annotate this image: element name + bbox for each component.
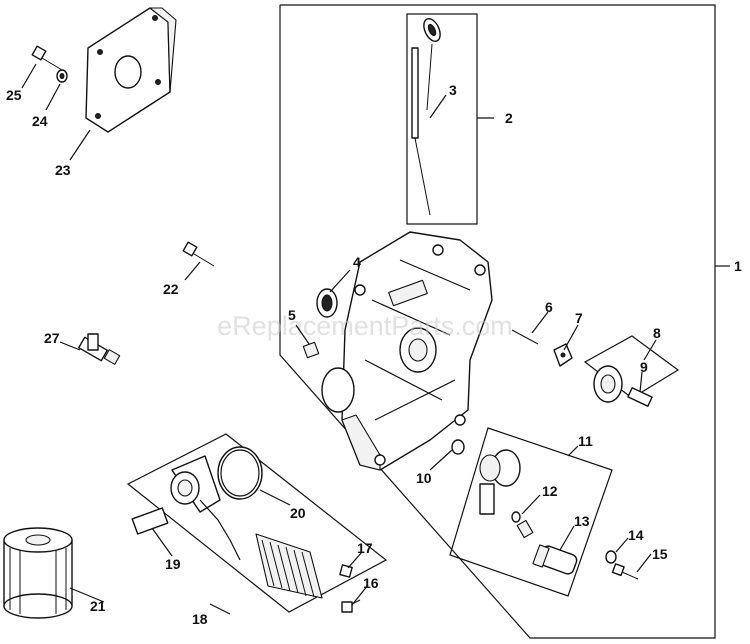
callout-5: 5 [288, 307, 296, 323]
elbow-fitting-27 [78, 333, 121, 365]
callout-10: 10 [416, 470, 432, 486]
callout-22: 22 [163, 281, 179, 297]
callout-17: 17 [357, 540, 373, 556]
nipple-19 [131, 507, 169, 535]
callout-18: 18 [192, 611, 208, 627]
callout-13: 13 [574, 513, 590, 529]
callout-21: 21 [90, 598, 106, 614]
callout-23: 23 [55, 162, 71, 178]
callout-1: 1 [734, 258, 742, 274]
shaft-9 [627, 387, 653, 407]
callout-12: 12 [542, 483, 558, 499]
oil-pickup-13 [532, 544, 578, 575]
washer-14 [605, 550, 617, 564]
pin-6 [511, 329, 539, 345]
callout-7: 7 [575, 310, 583, 326]
o-ring-10 [451, 439, 465, 455]
oil-pump-group-outline [449, 427, 613, 597]
bolt-15 [611, 563, 639, 580]
callout-labels: 1 2 3 4 5 6 7 8 9 10 11 12 13 14 15 16 1… [6, 82, 742, 627]
relief-valve-12 [511, 511, 534, 539]
callout-6: 6 [545, 299, 553, 315]
oil-filter-21 [3, 527, 73, 619]
callout-27: 27 [44, 330, 60, 346]
oil-cooler-group-outline [126, 433, 388, 613]
callout-15: 15 [652, 546, 668, 562]
adapter-plate [85, 7, 177, 133]
callout-9: 9 [640, 359, 648, 375]
closure-plate-1 [321, 231, 493, 471]
watermark-text: eReplacementParts.com [217, 311, 513, 341]
nut-17 [339, 564, 353, 578]
washer-24 [56, 69, 68, 83]
dipstick-3 [411, 18, 441, 216]
callout-3: 3 [449, 82, 457, 98]
closure-plate-assembly-outline [279, 4, 716, 639]
o-ring-20 [217, 446, 263, 500]
callout-20: 20 [290, 505, 306, 521]
gear-8 [593, 365, 623, 403]
leader-lines [21, 63, 730, 615]
plug-5 [302, 341, 320, 359]
callout-2: 2 [505, 110, 513, 126]
callout-14: 14 [628, 527, 644, 543]
callout-4: 4 [353, 254, 361, 270]
callout-24: 24 [32, 113, 48, 129]
callout-25: 25 [6, 87, 22, 103]
dipstick-group-outline [406, 13, 478, 225]
oil-seal-4 [316, 288, 338, 318]
oil-pump-11 [479, 449, 521, 515]
cooler-fins [261, 539, 315, 598]
clip-7 [553, 343, 573, 367]
oil-cooler-18 [170, 455, 323, 599]
callout-16: 16 [363, 575, 379, 591]
callout-8: 8 [653, 325, 661, 341]
callout-19: 19 [165, 556, 181, 572]
bolt-25 [31, 45, 63, 71]
bolt-22 [182, 241, 215, 267]
bolt-16 [341, 599, 361, 613]
callout-11: 11 [578, 433, 593, 449]
